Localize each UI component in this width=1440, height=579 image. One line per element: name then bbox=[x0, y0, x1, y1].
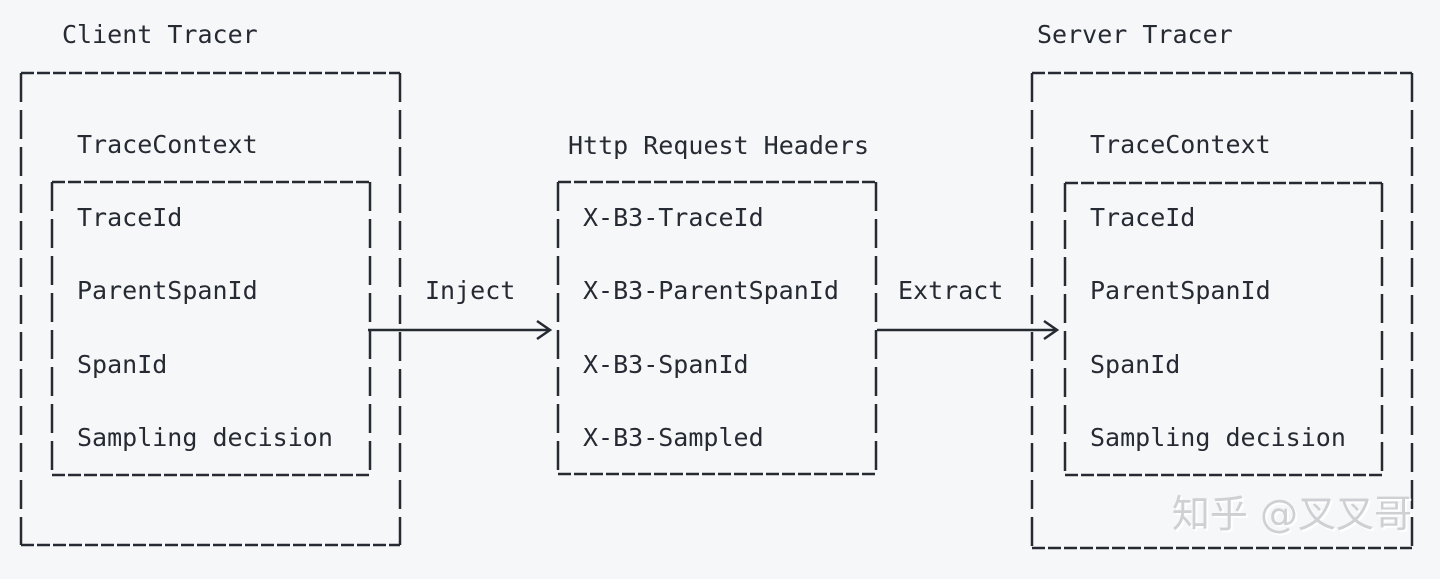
server-tracer-box bbox=[1030, 71, 1414, 550]
http-field-parentspanid: X-B3-ParentSpanId bbox=[583, 276, 839, 305]
http-field-spanid: X-B3-SpanId bbox=[583, 350, 749, 379]
http-field-sampled: X-B3-Sampled bbox=[583, 423, 764, 452]
server-field-spanid: SpanId bbox=[1090, 350, 1181, 379]
http-headers-box bbox=[556, 180, 878, 476]
server-tracer-title: Server Tracer bbox=[1037, 20, 1233, 49]
client-field-sampling: Sampling decision bbox=[77, 423, 333, 452]
inject-arrow bbox=[368, 319, 553, 341]
client-field-parentspanid: ParentSpanId bbox=[77, 276, 258, 305]
client-tracer-box bbox=[19, 71, 402, 547]
server-tracecontext-label: TraceContext bbox=[1090, 130, 1271, 159]
server-field-parentspanid: ParentSpanId bbox=[1090, 276, 1271, 305]
client-tracer-title: Client Tracer bbox=[62, 20, 258, 49]
client-field-traceid: TraceId bbox=[77, 203, 183, 232]
server-tracecontext-box bbox=[1063, 181, 1384, 477]
client-tracecontext-box bbox=[50, 180, 372, 477]
extract-arrow bbox=[877, 319, 1060, 341]
http-field-traceid: X-B3-TraceId bbox=[583, 203, 764, 232]
client-field-spanid: SpanId bbox=[77, 350, 168, 379]
zhihu-watermark: 知乎 @叉叉哥 bbox=[1171, 492, 1412, 536]
extract-arrow-label: Extract bbox=[898, 276, 1004, 305]
server-field-sampling: Sampling decision bbox=[1090, 423, 1346, 452]
client-tracecontext-label: TraceContext bbox=[77, 130, 258, 159]
inject-arrow-label: Inject bbox=[425, 276, 516, 305]
server-field-traceid: TraceId bbox=[1090, 203, 1196, 232]
http-headers-title: Http Request Headers bbox=[568, 131, 870, 160]
